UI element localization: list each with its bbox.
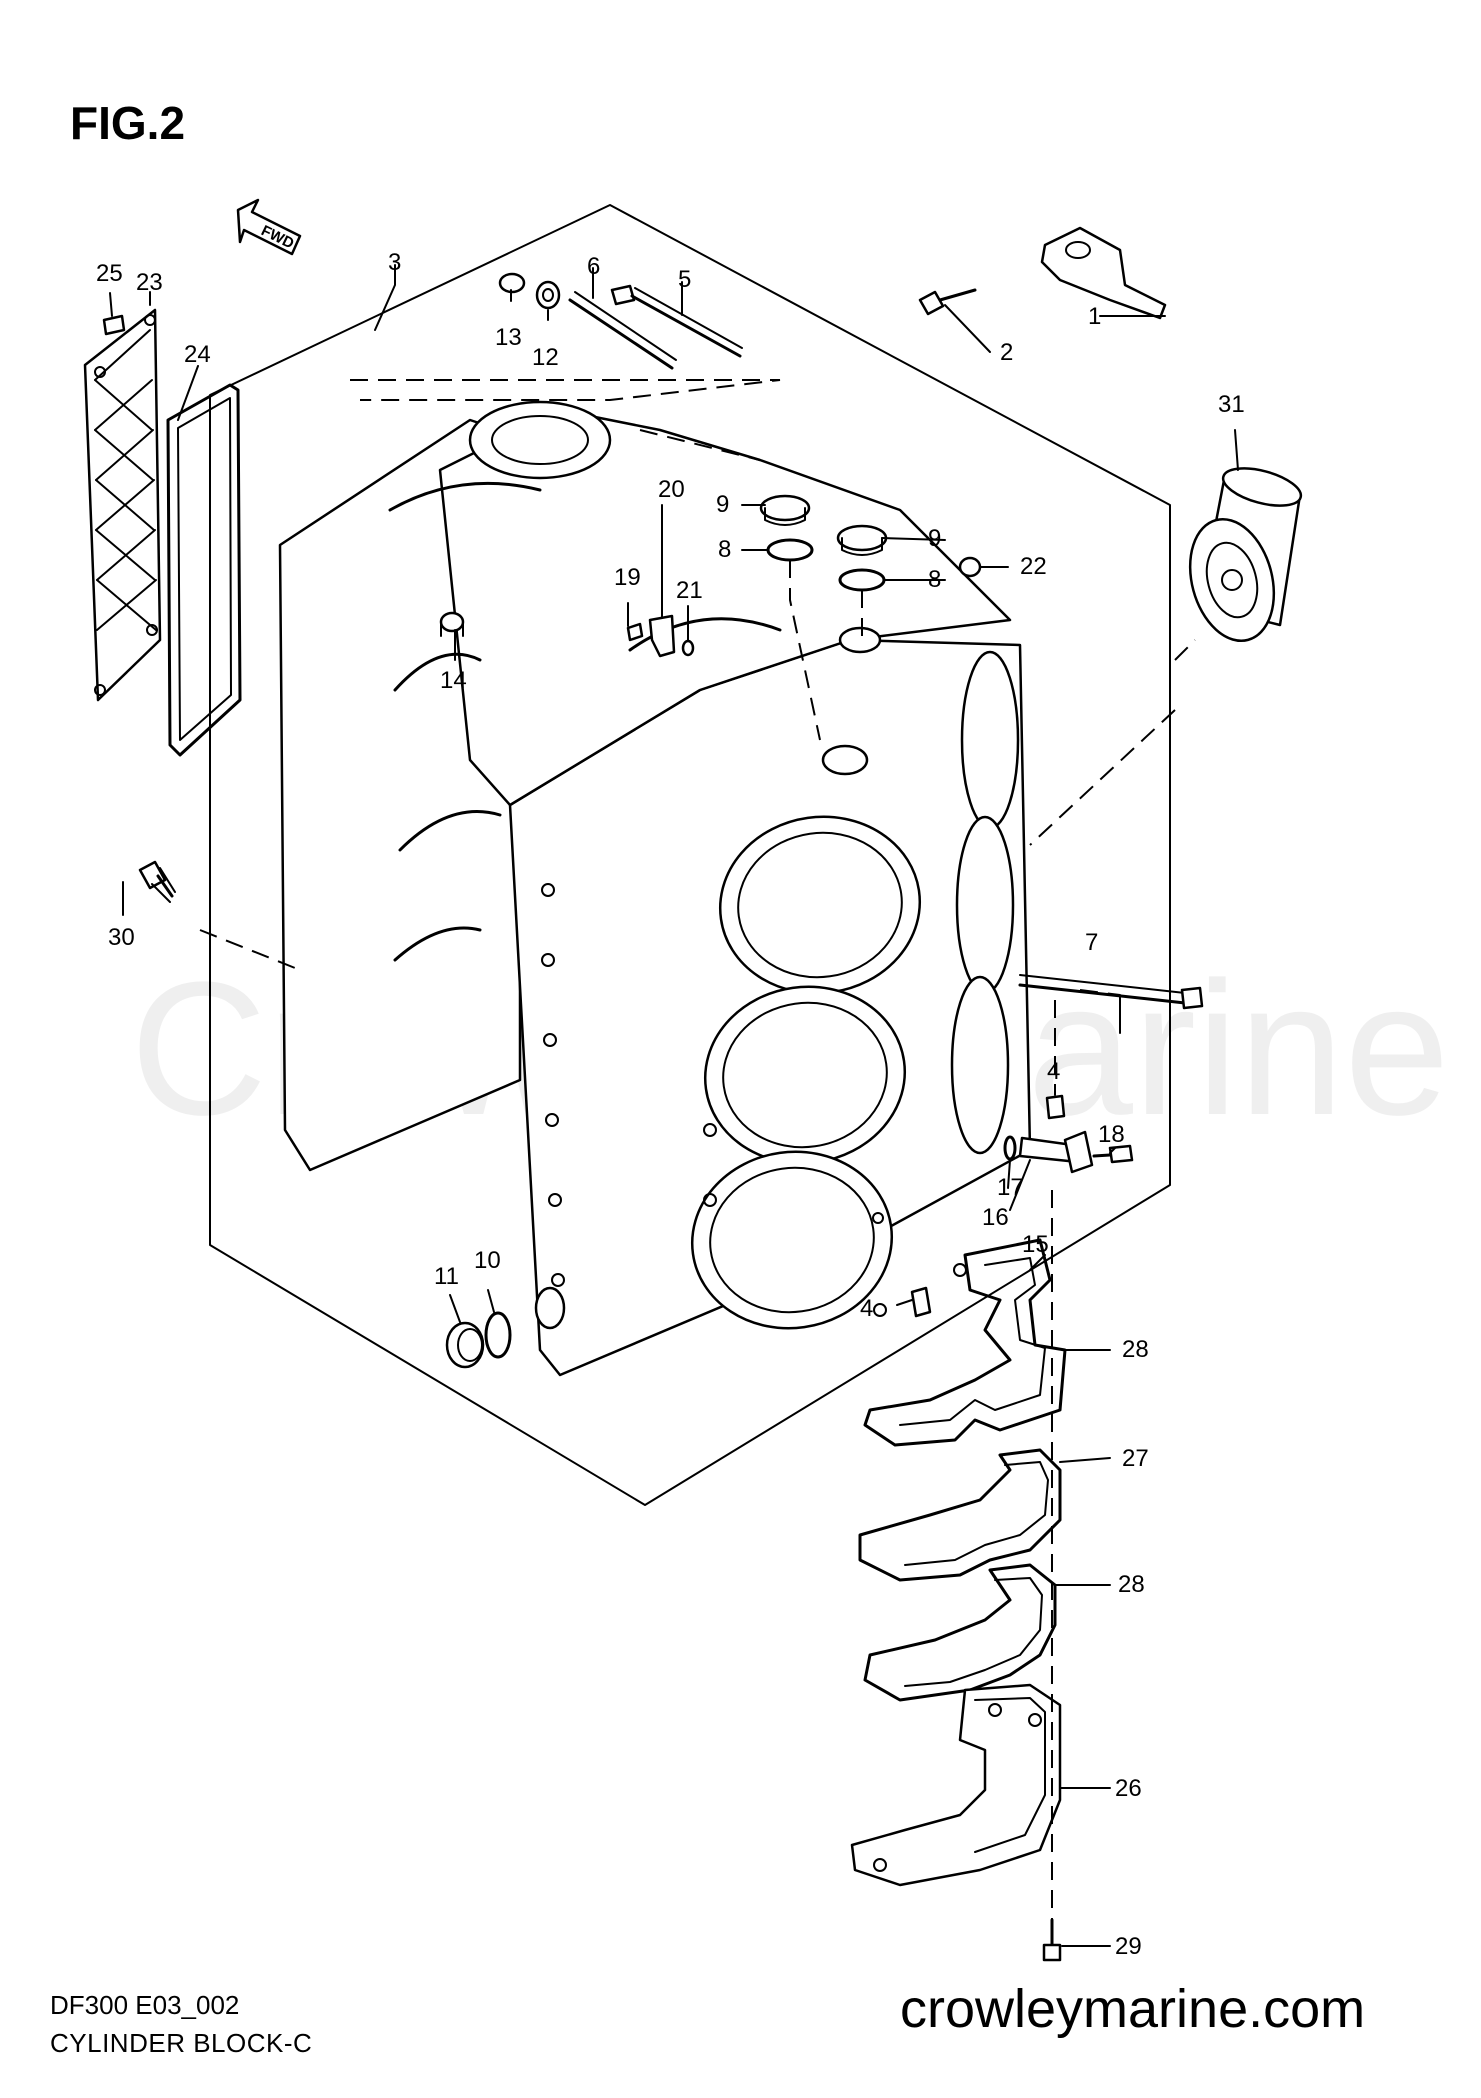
- part-29-bolt: [1042, 1918, 1062, 1962]
- part-28-gasket-lower: [863, 1563, 1057, 1702]
- callout-25: 25: [96, 260, 123, 287]
- part-17-o-ring: [1003, 1135, 1017, 1161]
- part-30-bolt: [138, 860, 176, 903]
- site-url: crowleymarine.com: [900, 1979, 1366, 2039]
- part-22-plug: [958, 556, 982, 578]
- part-12-washer: [535, 280, 561, 310]
- callout-30: 30: [108, 924, 135, 951]
- part-23-cover-plate: [83, 308, 162, 702]
- callout-9a: 9: [716, 491, 729, 518]
- callout-23: 23: [136, 269, 163, 296]
- part-26-adapter: [850, 1683, 1062, 1887]
- callout-15: 15: [1022, 1231, 1049, 1258]
- callout-16: 16: [982, 1204, 1009, 1231]
- callout-4a: 4: [1047, 1058, 1060, 1085]
- callout-2: 2: [1000, 339, 1013, 366]
- callout-29: 29: [1115, 1933, 1142, 1960]
- callout-26: 26: [1115, 1775, 1142, 1802]
- callout-28b: 28: [1118, 1571, 1145, 1598]
- callout-6: 6: [587, 253, 600, 280]
- callout-12: 12: [532, 344, 559, 371]
- callout-5: 5: [678, 266, 691, 293]
- callout-8b: 8: [928, 566, 941, 593]
- part-1-bracket: [1040, 226, 1167, 320]
- part-18-bolt: [1092, 1144, 1134, 1164]
- part-24-gasket: [166, 383, 242, 757]
- part-6-bolt: [568, 291, 677, 370]
- part-20-clamp: [648, 614, 676, 658]
- callout-31: 31: [1218, 391, 1245, 418]
- callout-24: 24: [184, 341, 211, 368]
- callout-1: 1: [1088, 303, 1101, 330]
- model-code: DF300 E03_002: [50, 1990, 240, 2020]
- part-10-o-ring: [484, 1311, 512, 1359]
- part-11-plug: [445, 1321, 485, 1369]
- part-25-bolt: [102, 314, 126, 336]
- callout-labels: 1 2 3 4 4 5 6 7 8 8 9 9 10 11 12 13 14 1…: [96, 249, 1245, 1960]
- part-14-dowel: [439, 611, 465, 637]
- part-13-nut: [498, 272, 526, 294]
- callout-17: 17: [997, 1174, 1024, 1201]
- diagram-title: CYLINDER BLOCK-C: [50, 2028, 313, 2058]
- callout-7: 7: [1085, 929, 1098, 956]
- part-27-gasket: [858, 1448, 1062, 1582]
- part-7-bolt: [1018, 974, 1204, 1010]
- part-9-plug-b: [836, 524, 888, 556]
- callout-8a: 8: [718, 536, 731, 563]
- figure-title: FIG.2: [70, 97, 186, 149]
- part-4-stud-b: [910, 1286, 932, 1318]
- callout-3: 3: [388, 249, 401, 276]
- part-16-sensor: [1018, 1130, 1094, 1174]
- callout-4b: 4: [860, 1295, 873, 1322]
- leader-lines: [109, 264, 1239, 1947]
- part-31-oil-filter: [1188, 467, 1303, 643]
- callout-14: 14: [440, 667, 467, 694]
- callout-21: 21: [676, 577, 703, 604]
- callout-9b: 9: [928, 525, 941, 552]
- part-9-plug-a: [759, 494, 811, 526]
- part-3-cylinder-block: [278, 400, 1032, 1377]
- part-21-pin: [681, 639, 695, 657]
- callout-18: 18: [1098, 1121, 1125, 1148]
- part-2-bolt: [918, 288, 977, 316]
- callout-10: 10: [474, 1247, 501, 1274]
- callout-28a: 28: [1122, 1336, 1149, 1363]
- callout-20: 20: [658, 476, 685, 503]
- part-28-gasket-upper: [863, 1238, 1067, 1447]
- callout-27: 27: [1122, 1445, 1149, 1472]
- part-19-screw: [626, 622, 644, 642]
- callout-11: 11: [434, 1263, 459, 1290]
- part-4-stud-a: [1045, 1094, 1066, 1120]
- callout-19: 19: [614, 564, 641, 591]
- part-5-bolt: [610, 284, 743, 358]
- fwd-arrow-icon: FWD: [236, 198, 302, 256]
- callout-13: 13: [495, 324, 522, 351]
- callout-22: 22: [1020, 553, 1047, 580]
